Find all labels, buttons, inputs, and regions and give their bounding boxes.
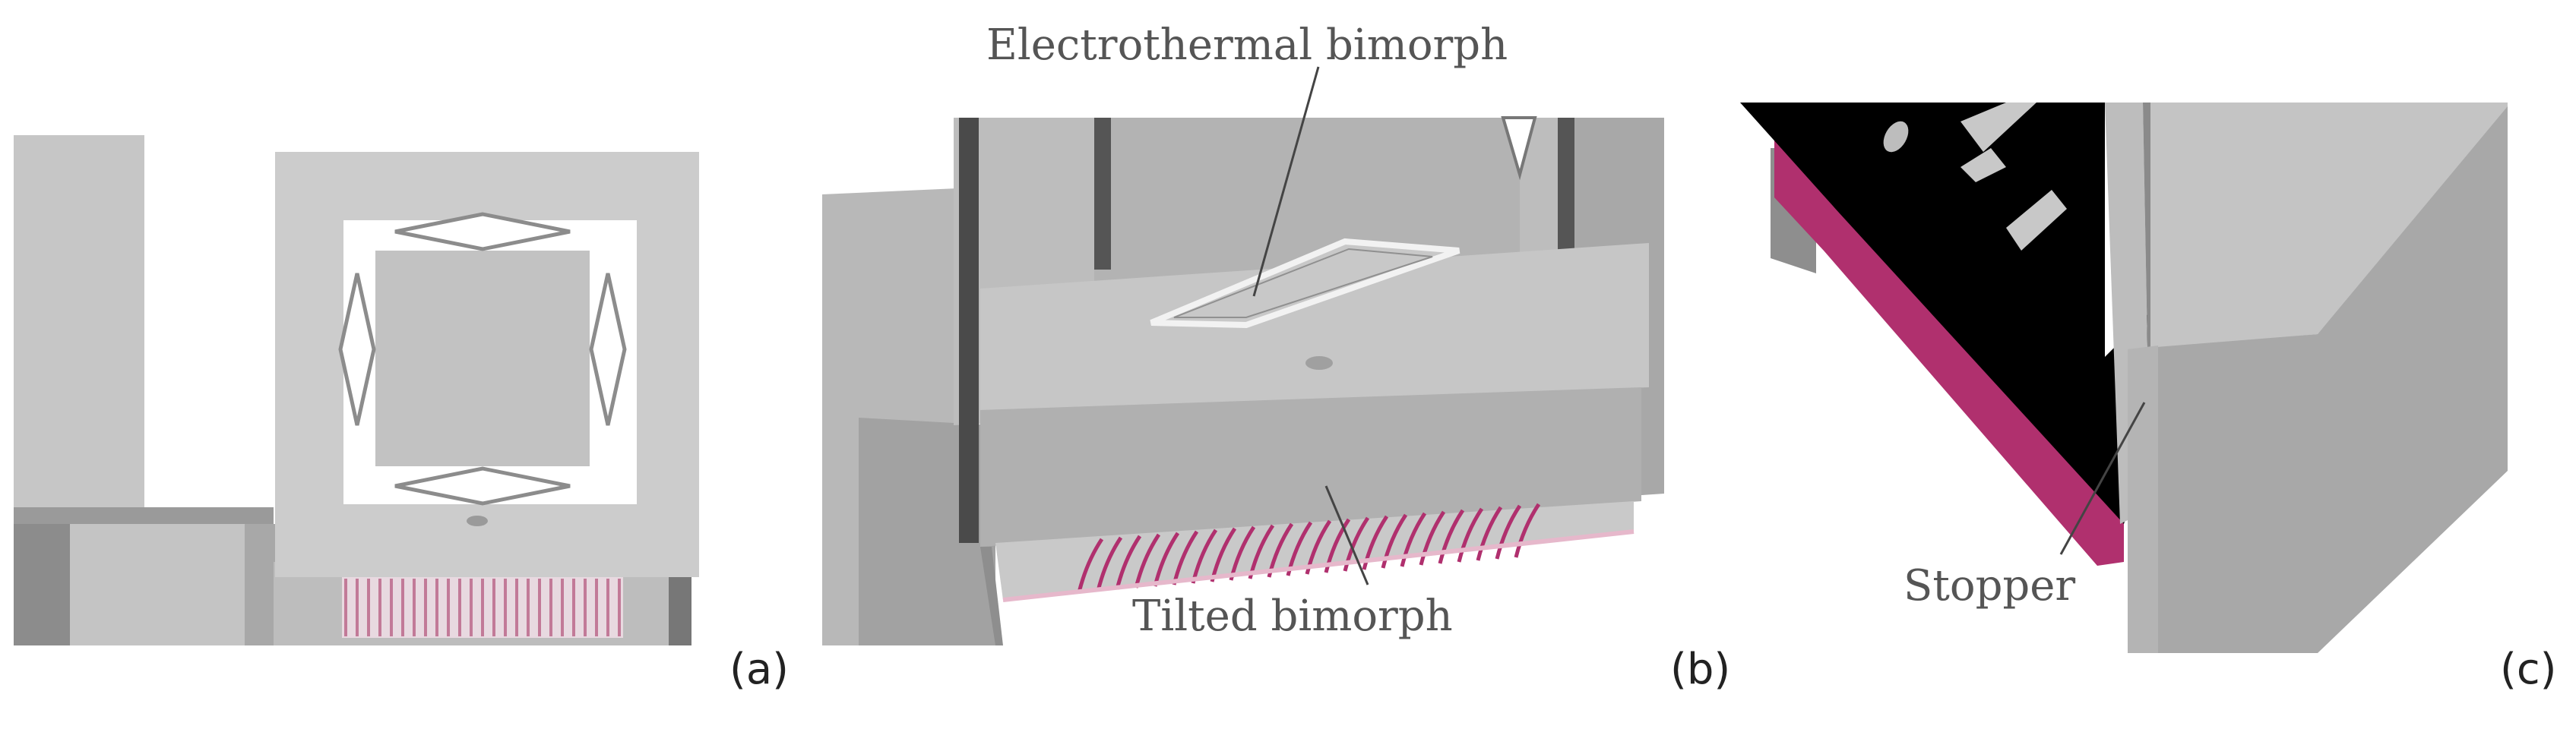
base-b — [980, 387, 1641, 547]
right-block-top-c — [2150, 103, 2508, 349]
left-base-edge — [14, 524, 70, 645]
annotation-tilted: Tilted bimorph — [1132, 592, 1453, 641]
mirror-plate-a — [375, 251, 590, 466]
post-inner-left-b — [1094, 118, 1111, 270]
leader-tilted — [1324, 485, 1369, 585]
plate-stripes-c — [1960, 103, 2067, 251]
annotation-electrothermal: Electrothermal bimorph — [986, 21, 1508, 70]
bump-b — [1305, 356, 1333, 370]
annotation-stopper: Stopper — [1904, 561, 2075, 611]
left-pillar — [14, 135, 144, 509]
magenta-edge-c — [1774, 137, 2124, 566]
electrothermal-bimorph-b — [1150, 238, 1460, 329]
bump-c — [1883, 121, 1909, 153]
mirror-plate-c — [1740, 103, 2211, 524]
panel-a: (a) — [14, 135, 789, 694]
base-front-b — [980, 547, 1003, 645]
panel-label-b: (b) — [1670, 645, 1730, 694]
bump-a — [467, 516, 488, 526]
panel-b: Electrothermal bimorph Tilted bimorph (b… — [822, 21, 1730, 694]
right-block-front-c — [2128, 346, 2158, 653]
v-notch-b — [1501, 116, 1537, 181]
panel-label-c: (c) — [2500, 645, 2556, 694]
platform-b — [980, 243, 1649, 410]
electrothermal-bimorph-inner-b — [1173, 248, 1433, 318]
panel-label-a: (a) — [729, 645, 789, 694]
leader-electrothermal — [1252, 66, 1320, 297]
left-base-face — [70, 524, 245, 645]
post-left-b — [959, 118, 979, 543]
panel-c: Stopper (c) — [1740, 103, 2556, 694]
tilted-bimorph-lines-a — [344, 579, 621, 636]
post-right-b — [1558, 118, 1574, 270]
bimorph-diamonds-a — [338, 212, 627, 506]
leader-stopper — [2059, 402, 2146, 555]
pink-fringe-b — [1002, 529, 1635, 602]
right-block-face-c — [2128, 106, 2508, 653]
